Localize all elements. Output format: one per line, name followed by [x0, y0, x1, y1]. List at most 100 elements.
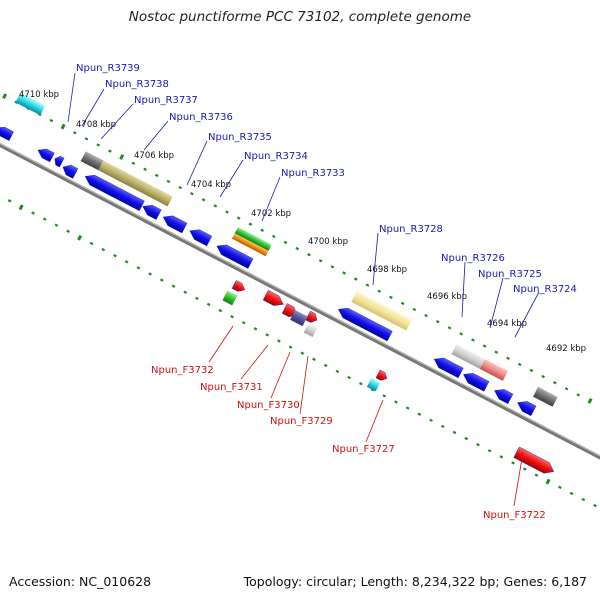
- gene-label-r3734[interactable]: Npun_R3734: [244, 151, 308, 162]
- tick-mark-upper: [131, 161, 136, 165]
- reverse-gene-arrow-2[interactable]: [52, 154, 65, 168]
- gene-label-r3725[interactable]: Npun_R3725: [478, 269, 542, 280]
- tick-mark-lower: [89, 241, 94, 246]
- callout-line-r3739: [67, 72, 76, 123]
- tick-mark-lower: [476, 442, 480, 447]
- reverse-gene-arrow-13[interactable]: [515, 398, 537, 416]
- gene-label-r3735[interactable]: Npun_R3735: [208, 132, 272, 143]
- reverse-gene-arrow-12[interactable]: [492, 386, 514, 404]
- tick-mark-lower: [148, 272, 152, 276]
- gene-label-r3738[interactable]: Npun_R3738: [105, 79, 169, 90]
- tick-mark-upper: [506, 356, 510, 360]
- tick-mark-upper: [389, 295, 393, 299]
- tick-mark-upper: [553, 380, 557, 385]
- feature-green-f3732: [222, 290, 238, 306]
- callout-line-r3736: [143, 120, 169, 151]
- tick-mark-upper: [201, 198, 206, 202]
- reverse-gene-arrow-1[interactable]: [36, 146, 55, 163]
- gene-label-r3733[interactable]: Npun_R3733: [281, 168, 345, 179]
- tick-mark-lower: [18, 204, 24, 211]
- tick-mark-lower: [230, 314, 234, 319]
- tick-mark-upper: [529, 368, 534, 373]
- feature-orange-r3733: [231, 233, 269, 257]
- reverse-gene-arrow-5[interactable]: [140, 201, 162, 220]
- feature-gray-r3738: [80, 151, 104, 171]
- tick-mark-upper: [541, 374, 545, 379]
- feature-lightgray-r3726: [451, 344, 485, 369]
- tick-mark-lower: [359, 382, 363, 386]
- accession-text: Accession: NC_010628: [9, 574, 152, 589]
- callout-line-r3728: [372, 232, 379, 286]
- forward-gene-arrow-3[interactable]: [305, 310, 319, 324]
- callout-line-f3727: [365, 399, 384, 443]
- tick-mark-lower: [440, 424, 445, 429]
- genome-backbone-highlight: [0, 129, 600, 482]
- reverse-gene-arrow-3[interactable]: [60, 162, 79, 179]
- tick-mark-lower: [300, 351, 305, 355]
- tick-mark-lower: [42, 217, 47, 221]
- scale-label-4696: 4696 kbp: [427, 292, 467, 302]
- gene-label-f3722[interactable]: Npun_F3722: [483, 510, 546, 521]
- tick-mark-upper: [330, 265, 335, 269]
- tick-mark-lower: [206, 302, 211, 307]
- gene-label-f3730[interactable]: Npun_F3730: [237, 400, 300, 411]
- forward-gene-callouts: [208, 325, 524, 507]
- gene-label-r3728[interactable]: Npun_R3728: [379, 224, 443, 235]
- tick-mark-upper: [564, 387, 569, 391]
- tick-mark-lower: [31, 211, 35, 215]
- tick-mark-lower: [569, 491, 574, 496]
- tick-mark-lower: [429, 418, 433, 422]
- tick-mark-upper: [178, 185, 183, 190]
- reverse-gene-arrow-9[interactable]: [336, 304, 393, 342]
- gene-label-r3736[interactable]: Npun_R3736: [169, 112, 233, 123]
- tick-mark-upper: [471, 338, 475, 342]
- callout-line-f3729: [299, 355, 309, 415]
- gene-label-f3731[interactable]: Npun_F3731: [200, 382, 263, 393]
- scale-label-4692: 4692 kbp: [546, 344, 586, 354]
- tick-mark-lower: [195, 296, 199, 301]
- tick-mark-upper: [435, 320, 440, 324]
- tick-mark-upper: [447, 326, 452, 330]
- reverse-gene-arrow-7[interactable]: [187, 226, 213, 247]
- reverse-gene-arrow-6[interactable]: [161, 212, 188, 234]
- tick-mark-lower: [382, 394, 387, 398]
- gene-label-r3739[interactable]: Npun_R3739: [76, 63, 140, 74]
- tick-mark-lower: [253, 327, 258, 331]
- tick-mark-lower: [534, 473, 539, 477]
- forward-gene-arrow-4[interactable]: [375, 369, 389, 383]
- tick-mark-upper: [307, 252, 311, 257]
- forward-gene-arrow-1[interactable]: [262, 290, 286, 309]
- tick-mark-upper: [576, 393, 581, 397]
- feature-purple-f3730: [290, 309, 308, 327]
- forward-gene-arrow-0[interactable]: [231, 280, 247, 294]
- tick-mark-upper: [482, 344, 487, 348]
- feature-pink-r3726: [479, 359, 508, 381]
- tick-mark-upper: [213, 204, 218, 208]
- reverse-gene-arrow-10[interactable]: [432, 354, 464, 379]
- tick-mark-upper: [494, 350, 499, 354]
- gene-label-f3729[interactable]: Npun_F3729: [270, 416, 333, 427]
- genome-title: Nostoc punctiforme PCC 73102, complete g…: [128, 9, 472, 25]
- reverse-gene-arrow-4[interactable]: [83, 171, 145, 211]
- tick-mark-lower: [288, 345, 293, 349]
- tick-mark-lower: [7, 199, 12, 203]
- callout-line-r3726: [461, 261, 466, 318]
- reverse-gene-arrow-11[interactable]: [461, 370, 490, 392]
- scale-label-4702: 4702 kbp: [251, 209, 291, 219]
- feature-yellow-r3728: [351, 291, 412, 331]
- gene-label-f3732[interactable]: Npun_F3732: [151, 365, 214, 376]
- scale-label-4700: 4700 kbp: [308, 237, 348, 247]
- gene-label-r3724[interactable]: Npun_R3724: [513, 284, 577, 295]
- tick-mark-upper: [587, 397, 593, 404]
- reverse-gene-arrow-8[interactable]: [214, 241, 254, 269]
- gene-label-r3726[interactable]: Npun_R3726: [441, 253, 505, 264]
- callout-line-r3725: [489, 277, 504, 329]
- tick-mark-upper: [2, 93, 8, 100]
- feature-olive-r3737: [98, 160, 173, 207]
- forward-gene-arrow-5[interactable]: [513, 446, 557, 477]
- tick-mark-upper: [119, 154, 125, 160]
- gene-label-f3727[interactable]: Npun_F3727: [332, 444, 395, 455]
- gene-label-r3737[interactable]: Npun_R3737: [134, 95, 198, 106]
- tick-mark-upper: [225, 210, 229, 214]
- reverse-gene-arrow-0[interactable]: [0, 123, 14, 141]
